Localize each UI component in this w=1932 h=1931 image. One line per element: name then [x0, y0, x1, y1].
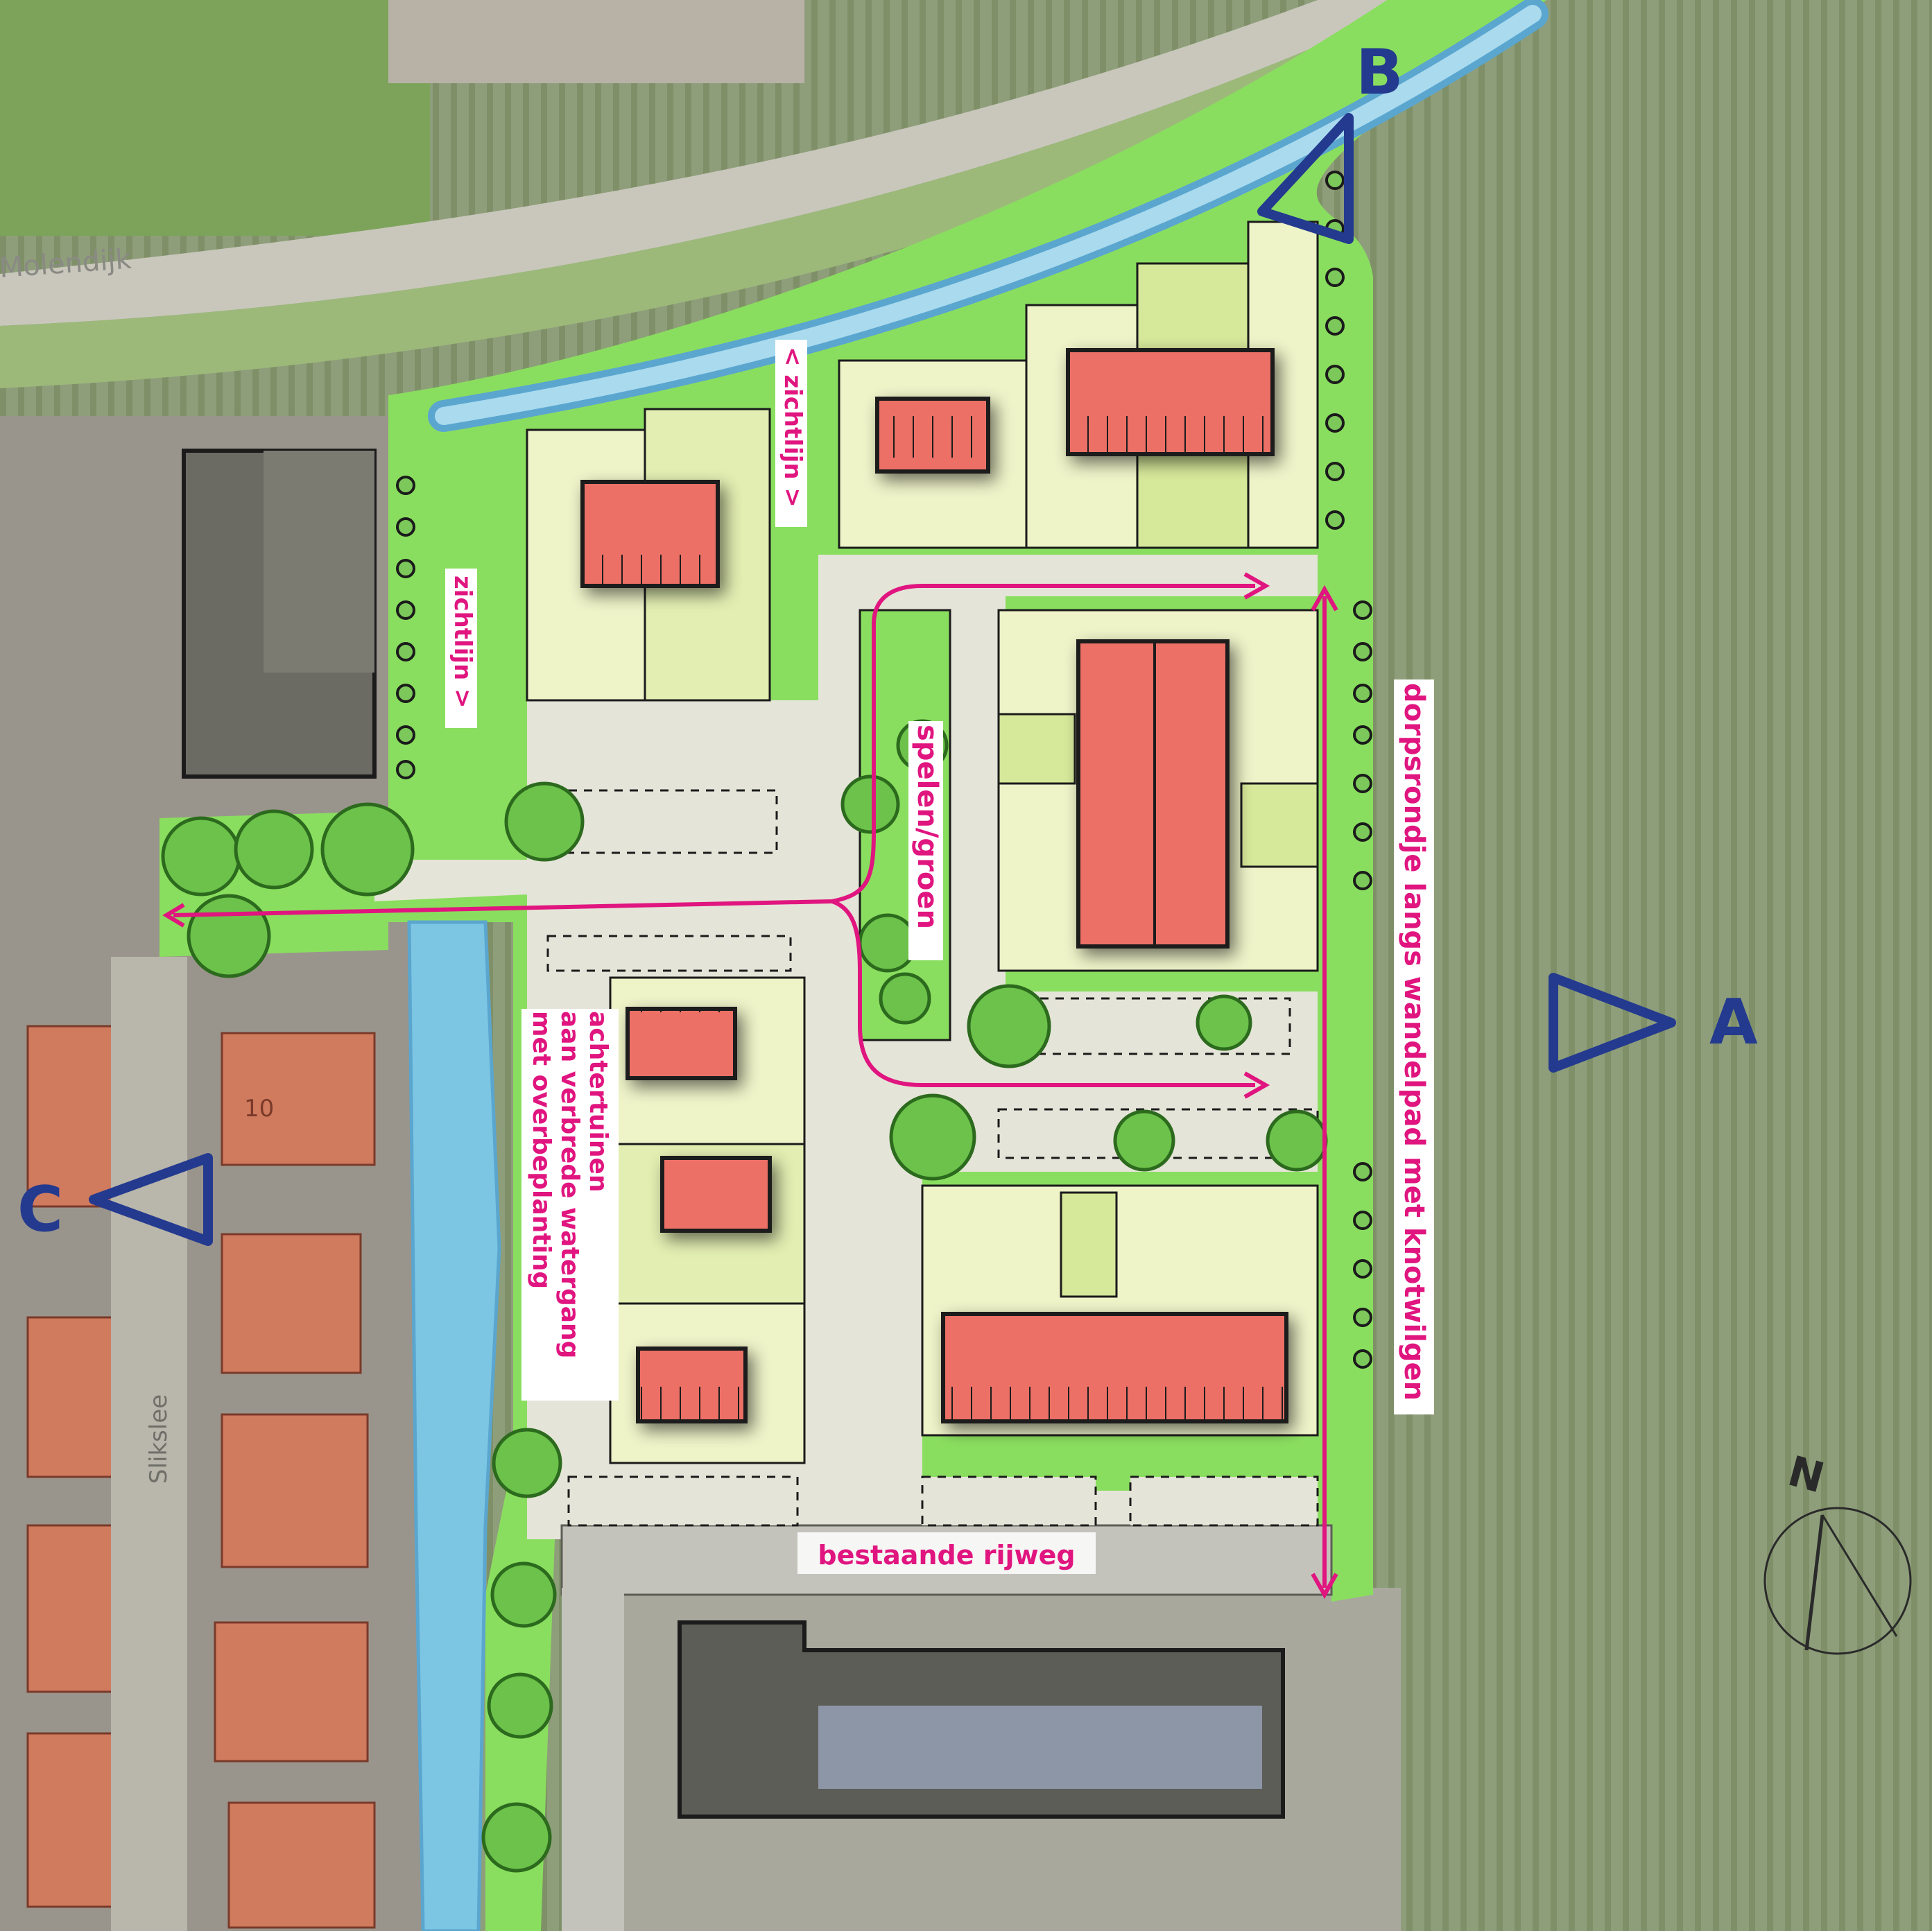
plan-labels: < zichtlijn > zichtlijn > spelen/groen d… [445, 340, 1434, 1574]
label-zichtlijn-left: zichtlijn > [449, 575, 476, 709]
lot-alt [1240, 782, 1319, 868]
label-achtertuinen-3: met overbeplanting [527, 1011, 555, 1289]
compass-circle [1763, 1507, 1912, 1655]
farm-buildings-north [388, 0, 804, 83]
label-achtertuinen-2: aan verbrede watergang [555, 1011, 584, 1358]
tree [487, 1672, 553, 1739]
label-dorpsrondje: dorpsrondje langs wandelpad met knotwilg… [1398, 683, 1430, 1401]
routes [162, 572, 1338, 1600]
parking-strip [546, 935, 792, 972]
molendijk-road [0, 0, 1422, 326]
slikslee-street [111, 957, 187, 1931]
existing-houses [26, 1025, 376, 1929]
viewpoint-c-icon [89, 1153, 213, 1246]
meadow-northwest [0, 0, 430, 236]
tree [889, 1093, 976, 1181]
viewpoint-b-label: B [1356, 36, 1404, 109]
parking-strip [1039, 997, 1291, 1055]
compass-needle [1804, 1514, 1825, 1651]
parking-strip [921, 1475, 1097, 1527]
parking-strip [567, 789, 778, 854]
tree [187, 894, 271, 978]
arrowhead [1243, 1071, 1270, 1099]
viewpoint-markers [89, 113, 1676, 1246]
tree [840, 774, 900, 834]
driveway-south [562, 1588, 624, 1931]
parking-strip [567, 1475, 799, 1527]
arrowhead [1311, 1573, 1338, 1600]
arrowhead [162, 903, 185, 928]
tree [1196, 994, 1252, 1051]
viewpoint-a-label: A [1709, 986, 1758, 1059]
house [941, 1312, 1288, 1423]
tree [481, 1802, 552, 1873]
viewpoint-a-icon [1549, 973, 1676, 1073]
house [636, 1346, 748, 1423]
tree [1113, 1109, 1175, 1172]
label-bestaande-rijweg: bestaande rijweg [818, 1540, 1075, 1570]
house [580, 480, 720, 588]
house [1066, 348, 1275, 456]
label-zichtlijn-top: < zichtlijn > [779, 347, 807, 508]
lot-alt [1060, 1191, 1118, 1298]
arrowhead [1243, 572, 1270, 600]
street-slikslee: Slikslee [145, 1394, 173, 1484]
label-spelen-groen: spelen/groen [911, 725, 943, 929]
houses [580, 348, 1288, 1423]
tree [967, 984, 1051, 1068]
solar-panels [818, 1706, 1262, 1789]
tree [161, 816, 241, 897]
house [1076, 639, 1230, 949]
tree [879, 972, 931, 1025]
viewpoint-letters: A B C [17, 36, 1758, 1246]
lot-alt [997, 713, 1076, 785]
tree [320, 802, 415, 897]
tree [858, 913, 917, 973]
parking-strip [1129, 1475, 1319, 1527]
pollard-willows [396, 171, 1372, 1369]
tree [234, 809, 314, 890]
watercourse-west [407, 920, 501, 1931]
house [660, 1156, 772, 1233]
viewpoint-b-icon [1257, 113, 1354, 244]
label-achtertuinen-1: achtertuinen [584, 1011, 612, 1193]
arrowhead [1311, 585, 1338, 612]
tree [492, 1428, 562, 1498]
tree [504, 781, 585, 862]
trees [161, 719, 1328, 1873]
viewpoint-c-label: C [17, 1173, 63, 1246]
tree [490, 1561, 557, 1628]
house-number-10: 10 [244, 1095, 274, 1123]
route-south [831, 899, 1255, 1087]
route-main [173, 584, 1255, 917]
house [626, 1007, 737, 1080]
existing-barn-annex [264, 451, 374, 673]
tree [1266, 1109, 1328, 1172]
house [875, 397, 990, 474]
